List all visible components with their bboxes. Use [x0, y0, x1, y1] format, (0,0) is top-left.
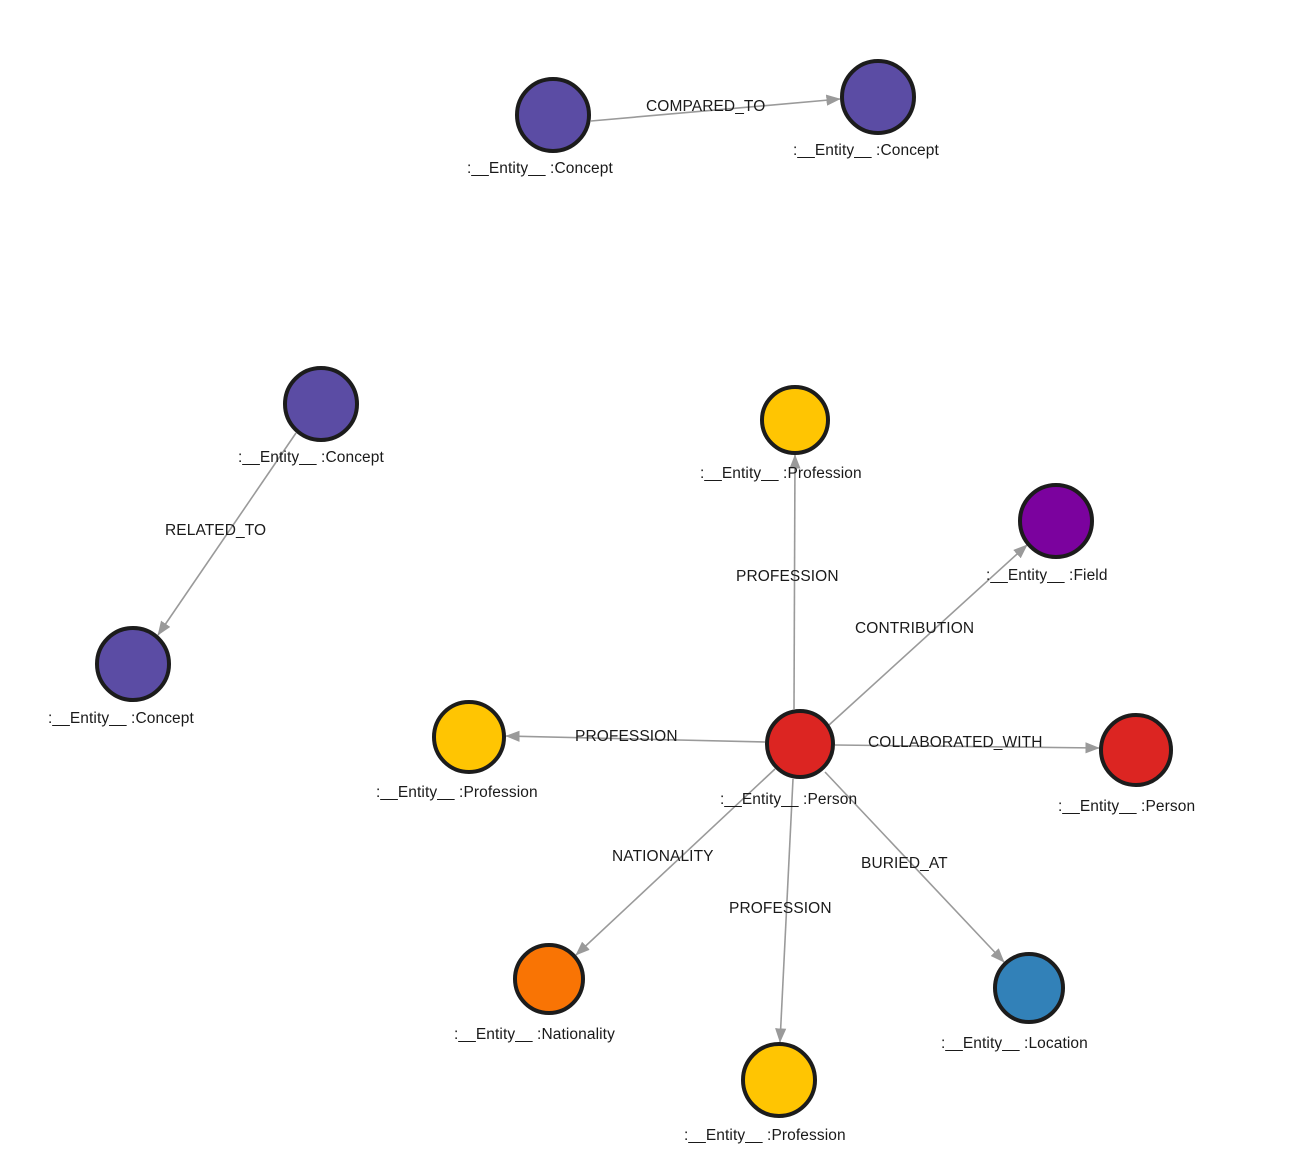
edge-label: BURIED_AT: [861, 855, 948, 872]
graph-node-concept[interactable]: [283, 366, 359, 442]
node-label: :__Entity__ :Person: [1058, 798, 1196, 815]
edge-label: NATIONALITY: [612, 848, 714, 865]
edge-label: RELATED_TO: [165, 522, 267, 539]
node-label: :__Entity__ :Concept: [467, 160, 613, 177]
edge-label: CONTRIBUTION: [855, 620, 975, 637]
node-label: :__Entity__ :Profession: [700, 465, 862, 482]
graph-node-profession[interactable]: [760, 385, 830, 455]
graph-edge[interactable]: [775, 778, 794, 1043]
graph-edge[interactable]: [157, 432, 297, 636]
edge-label: COMPARED_TO: [646, 98, 766, 115]
graph-node-concept[interactable]: [515, 77, 591, 153]
graph-edge[interactable]: [824, 771, 1005, 963]
graph-node-concept[interactable]: [95, 626, 171, 702]
node-label: :__Entity__ :Profession: [376, 784, 538, 801]
graph-edge[interactable]: [789, 454, 801, 710]
graph-edge[interactable]: [590, 94, 841, 122]
node-label: :__Entity__ :Nationality: [454, 1026, 615, 1043]
node-label: :__Entity__ :Concept: [238, 449, 384, 466]
graph-node-profession[interactable]: [432, 700, 506, 774]
edge-label: PROFESSION: [729, 900, 832, 917]
graph-node-nationality[interactable]: [513, 943, 585, 1015]
edge-label: PROFESSION: [575, 728, 678, 745]
node-label: :__Entity__ :Person: [720, 791, 858, 808]
node-label: :__Entity__ :Profession: [684, 1127, 846, 1144]
node-label: :__Entity__ :Location: [941, 1035, 1088, 1052]
graph-edge[interactable]: [505, 730, 766, 743]
graph-edge[interactable]: [834, 742, 1100, 754]
node-label: :__Entity__ :Concept: [48, 710, 194, 727]
edge-label: COLLABORATED_WITH: [868, 734, 1043, 751]
node-label: :__Entity__ :Concept: [793, 142, 939, 159]
graph-node-person[interactable]: [765, 709, 835, 779]
graph-node-profession[interactable]: [741, 1042, 817, 1118]
edge-label: PROFESSION: [736, 568, 839, 585]
graph-edge[interactable]: [828, 544, 1028, 726]
graph-node-concept[interactable]: [840, 59, 916, 135]
node-label: :__Entity__ :Field: [986, 567, 1108, 584]
graph-node-field[interactable]: [1018, 483, 1094, 559]
graph-edge[interactable]: [575, 768, 776, 956]
graph-node-location[interactable]: [993, 952, 1065, 1024]
graph-node-person[interactable]: [1099, 713, 1173, 787]
